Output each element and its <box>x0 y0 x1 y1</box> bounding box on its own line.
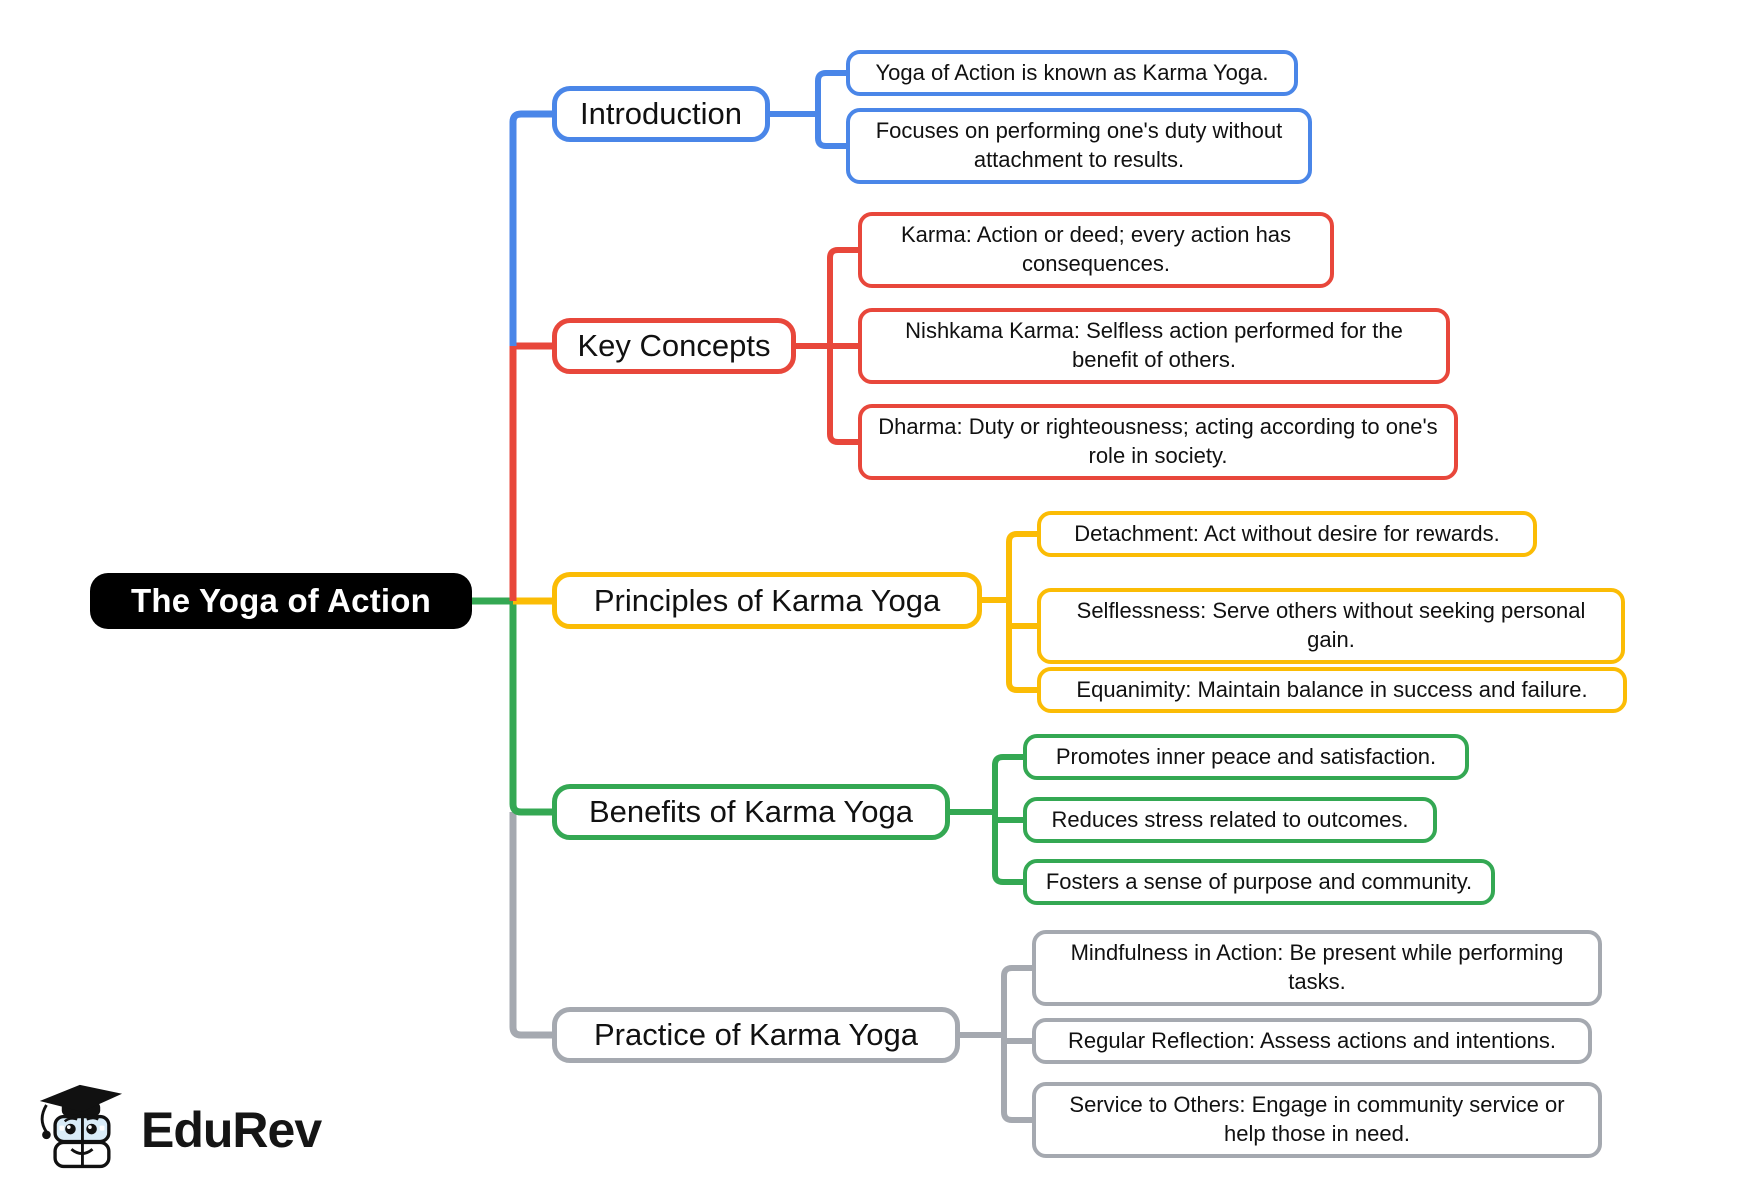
edurev-wordmark: EduRev <box>141 1102 322 1158</box>
leaf-node: Nishkama Karma: Selfless action performe… <box>858 308 1450 384</box>
leaf-node: Focuses on performing one's duty without… <box>846 108 1312 184</box>
leaf-node: Detachment: Act without desire for rewar… <box>1037 511 1537 557</box>
connector-principles <box>513 531 1037 693</box>
topic-node-benefits: Benefits of Karma Yoga <box>552 784 950 840</box>
leaf-node: Service to Others: Engage in community s… <box>1032 1082 1602 1158</box>
connector-benefits <box>472 597 1023 885</box>
connector-introduction <box>509 70 846 346</box>
topic-node-principles: Principles of Karma Yoga <box>552 572 982 629</box>
connector-practice <box>509 812 1032 1123</box>
leaf-node: Mindfulness in Action: Be present while … <box>1032 930 1602 1006</box>
leaf-node: Promotes inner peace and satisfaction. <box>1023 734 1469 780</box>
leaf-node: Regular Reflection: Assess actions and i… <box>1032 1018 1592 1064</box>
edurev-logo[interactable]: EduRev <box>33 1082 322 1178</box>
leaf-node: Dharma: Duty or righteousness; acting ac… <box>858 404 1458 480</box>
topic-node-key-concepts: Key Concepts <box>552 318 796 374</box>
leaf-node: Reduces stress related to outcomes. <box>1023 797 1437 843</box>
topic-node-practice: Practice of Karma Yoga <box>552 1007 960 1063</box>
leaf-node: Selflessness: Serve others without seeki… <box>1037 588 1625 664</box>
leaf-node: Karma: Action or deed; every action has … <box>858 212 1334 288</box>
topic-node-introduction: Introduction <box>552 86 770 142</box>
root-node: The Yoga of Action <box>90 573 472 629</box>
leaf-node: Fosters a sense of purpose and community… <box>1023 859 1495 905</box>
edurev-mascot-icon <box>39 1084 123 1169</box>
leaf-node: Equanimity: Maintain balance in success … <box>1037 667 1627 713</box>
leaf-node: Yoga of Action is known as Karma Yoga. <box>846 50 1298 96</box>
connector-key-concepts <box>509 247 858 601</box>
